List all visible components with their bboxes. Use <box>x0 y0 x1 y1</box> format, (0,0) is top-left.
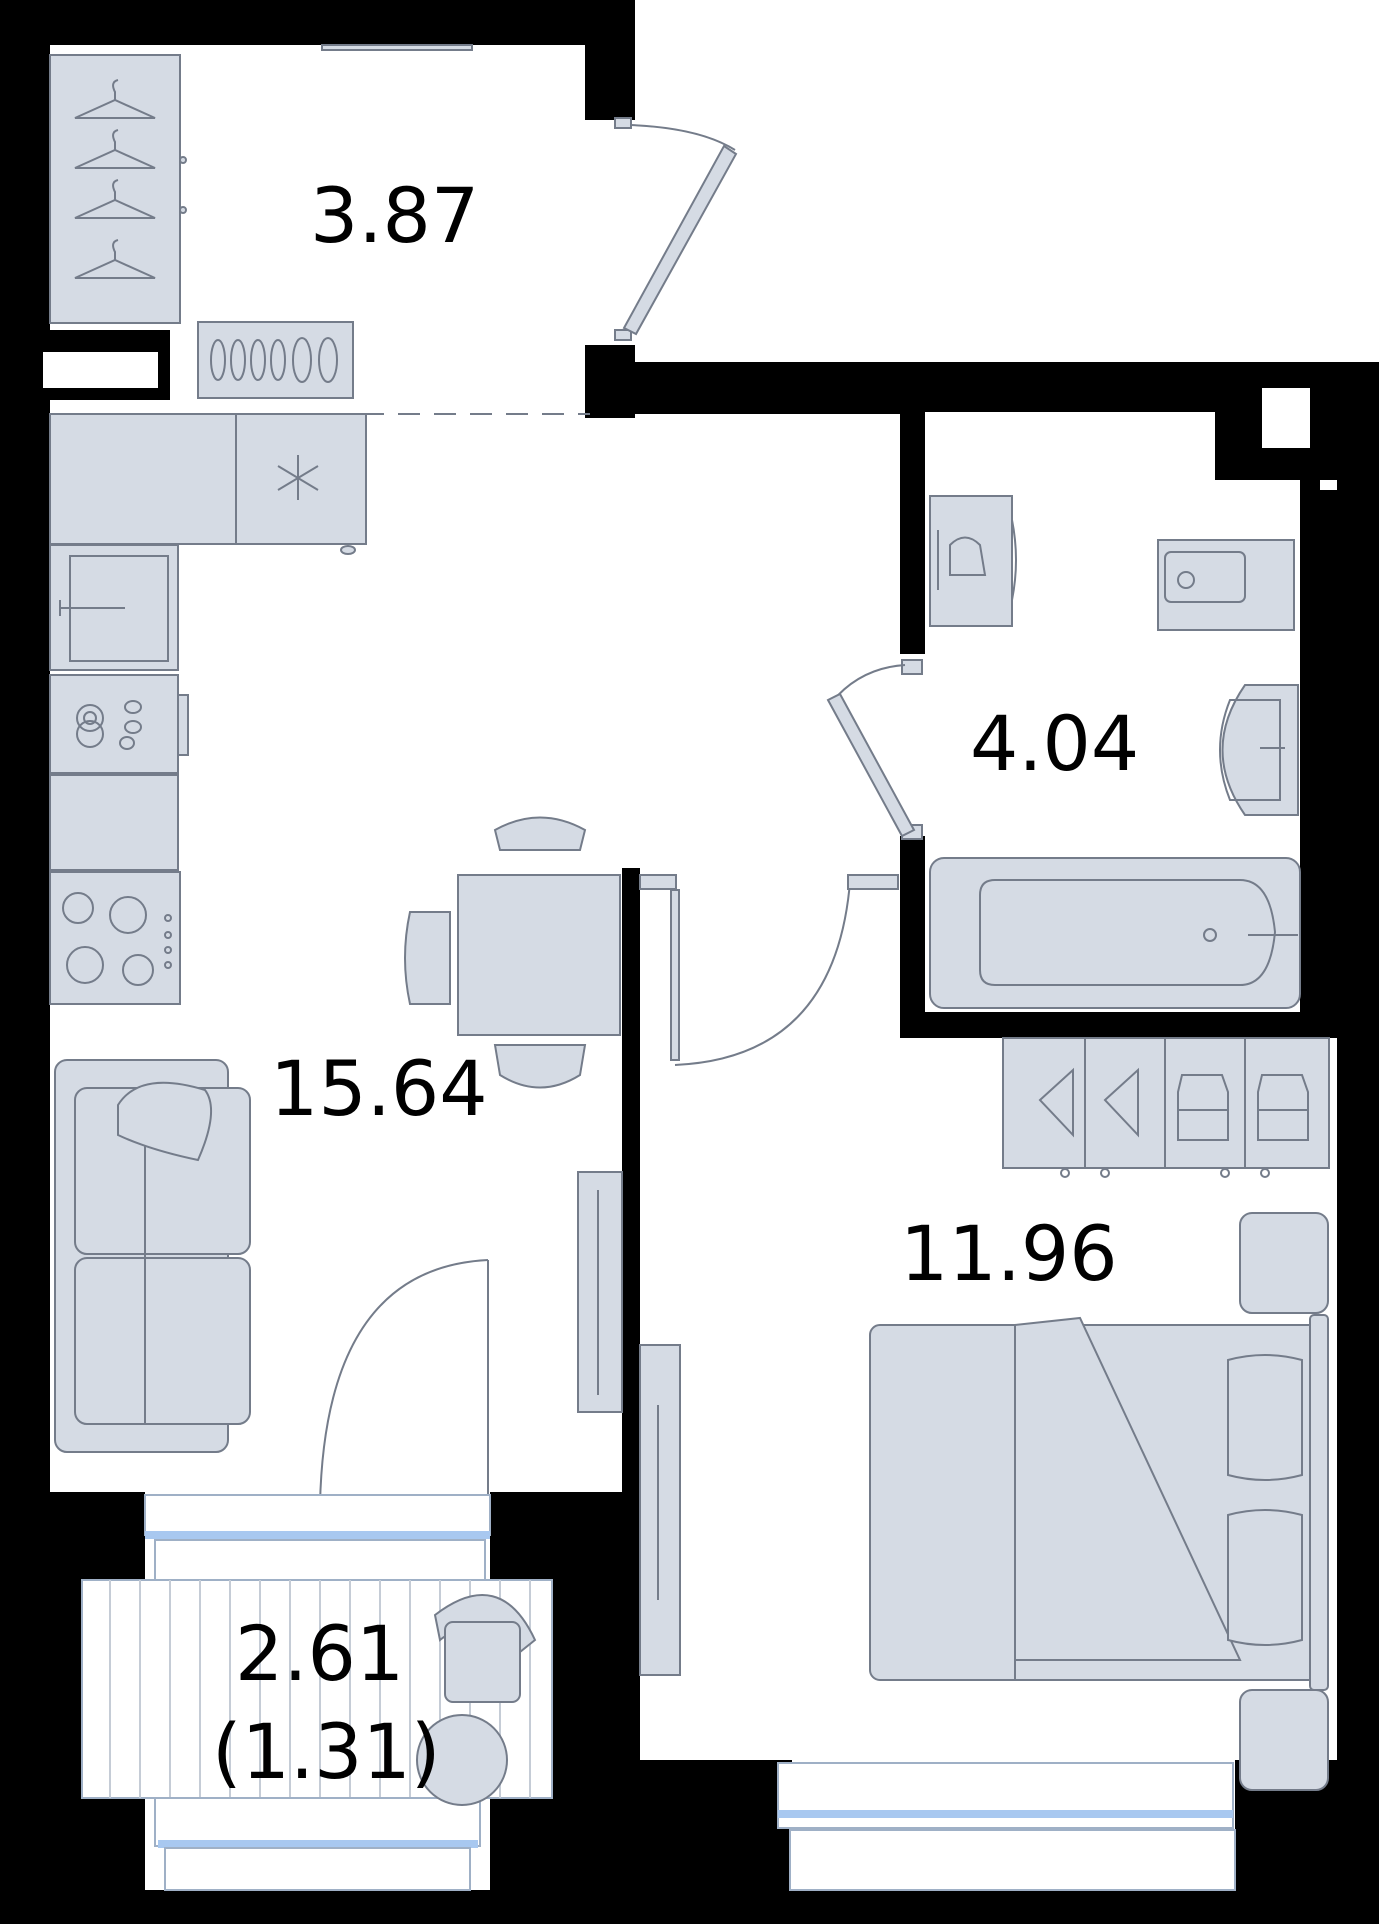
window-icon <box>777 1762 1236 1891</box>
bathtub-icon <box>929 857 1301 1009</box>
table-icon <box>457 874 621 1036</box>
counter <box>49 413 237 545</box>
bed-icon <box>869 1314 1329 1691</box>
hallway <box>49 44 738 399</box>
balcony-area: 2.61 <box>235 1609 404 1698</box>
shoe-rack-icon <box>197 321 354 399</box>
nightstand <box>1239 1212 1329 1314</box>
balcony-area-reduced: (1.31) <box>212 1707 441 1796</box>
washbasin-icon <box>1221 684 1299 816</box>
hallway-area: 3.87 <box>310 171 479 260</box>
dishwasher <box>49 674 179 774</box>
door-icon <box>319 1259 489 1506</box>
snowflake-icon <box>277 455 319 500</box>
pillow-icon <box>117 1081 213 1162</box>
bathroom-area: 4.04 <box>970 699 1139 788</box>
kitchen <box>49 413 367 1005</box>
window-icon <box>154 1797 481 1891</box>
bedroom-area: 11.96 <box>900 1209 1118 1298</box>
tv-icon <box>639 1344 681 1676</box>
door-icon <box>826 659 923 840</box>
window-icon <box>144 1494 491 1539</box>
hanger-icon <box>1038 1067 1139 1138</box>
sofa-icon <box>54 1059 251 1453</box>
tv-icon <box>577 1171 623 1413</box>
counter <box>49 774 179 871</box>
chair-icon <box>404 816 587 1089</box>
bathroom <box>826 495 1301 1009</box>
pillow-icon <box>1227 1509 1303 1646</box>
door-icon <box>639 874 899 1066</box>
shelf <box>321 44 473 51</box>
washing-machine-icon <box>929 495 1013 627</box>
door-icon <box>614 117 738 341</box>
table-icon <box>416 1714 508 1806</box>
balcony <box>81 1539 553 1891</box>
cooktop-icon <box>49 871 181 1005</box>
living-room <box>54 816 899 1539</box>
chair-icon <box>433 1594 537 1703</box>
hanger-icon <box>74 79 156 279</box>
living-area: 15.64 <box>270 1044 488 1133</box>
toilet-icon <box>1157 539 1295 631</box>
shirt-icon <box>1177 1074 1309 1141</box>
bedroom <box>639 1037 1330 1891</box>
pillow-icon <box>1227 1354 1303 1481</box>
nightstand <box>1239 1689 1329 1791</box>
